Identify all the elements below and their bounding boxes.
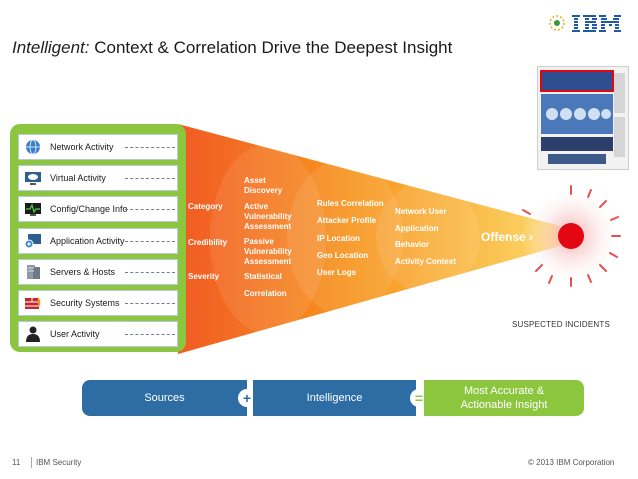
col4-behavior: Behavior [395,240,430,249]
user-icon [22,324,44,344]
source-servers-hosts: Servers & Hosts [18,259,178,285]
incident-dot [558,223,584,249]
col2-correlation: Correlation [244,289,287,298]
framework-thumbnail [537,66,629,170]
source-network-activity: Network Activity [18,134,178,160]
col1-category: Category [188,202,223,211]
connector-line [125,334,175,335]
source-label: Config/Change Info [50,204,128,214]
col3-user-logs: User Logs [317,268,357,277]
col2-asset-discovery: Asset Discovery [244,176,283,195]
flow-intelligence: Intelligence [253,380,416,416]
connector-line [125,272,175,273]
col2-passive-va: Passive Vulnerability Assessment [244,237,292,266]
source-label: Virtual Activity [50,173,106,183]
col1-credibility: Credibility [188,238,228,247]
title-lead: Intelligent: [12,38,90,57]
connector-line [125,209,175,210]
firewall-icon [22,293,44,313]
col3-geo-location: Geo Location [317,251,369,260]
source-label: Application Activity [50,236,125,246]
source-user-activity: User Activity [18,321,178,347]
offense-label: Offense › [481,230,533,244]
connector-line [125,241,175,242]
ibm-logo [549,15,621,32]
globe-icon [22,137,44,157]
title-rest: Context & Correlation Drive the Deepest … [94,38,453,57]
connector-line [125,147,175,148]
col4-application: Application [395,224,439,233]
slide-title: Intelligent: Context & Correlation Drive… [12,38,452,58]
connector-line [125,178,175,179]
suspected-incidents-label: SUSPECTED INCIDENTS [512,320,611,329]
col3-ip-location: IP Location [317,234,360,243]
source-label: Security Systems [50,298,120,308]
source-security-systems: Security Systems [18,290,178,316]
server-icon [22,262,44,282]
col4-network-user: Network User [395,207,447,216]
source-label: Servers & Hosts [50,267,116,277]
gear-monitor-icon [22,231,44,251]
offense-text: Offense [481,230,526,244]
footer-copyright: © 2013 IBM Corporation [528,458,615,467]
source-label: User Activity [50,329,100,339]
col3-rules-correlation: Rules Correlation [317,199,384,208]
funnel-shape [178,124,560,354]
col3-attacker-profile: Attacker Profile [317,216,377,225]
incident-rays [522,185,621,287]
footer-divider [31,457,32,468]
cloud-monitor-icon [22,168,44,188]
page-number: 11 [12,458,21,467]
col4-activity-context: Activity Context [395,257,456,266]
footer-org: IBM Security [36,458,82,467]
source-label: Network Activity [50,142,114,152]
framework-thumbnail-graphic [540,70,625,164]
flow-sources: Sources [82,380,247,416]
connector-line [125,303,175,304]
source-config-change-info: Config/Change Info [18,196,178,222]
flow-result: Most Accurate & Actionable Insight [424,380,584,416]
col1-severity: Severity [188,272,220,281]
equals-icon: = [410,389,428,407]
col2-statistical: Statistical [244,272,282,281]
col2-active-va: Active Vulnerability Assessment [244,202,292,231]
source-virtual-activity: Virtual Activity [18,165,178,191]
plus-icon: + [238,389,256,407]
pulse-monitor-icon [22,199,44,219]
source-application-activity: Application Activity [18,228,178,254]
chevron-right-icon: › [529,230,534,244]
